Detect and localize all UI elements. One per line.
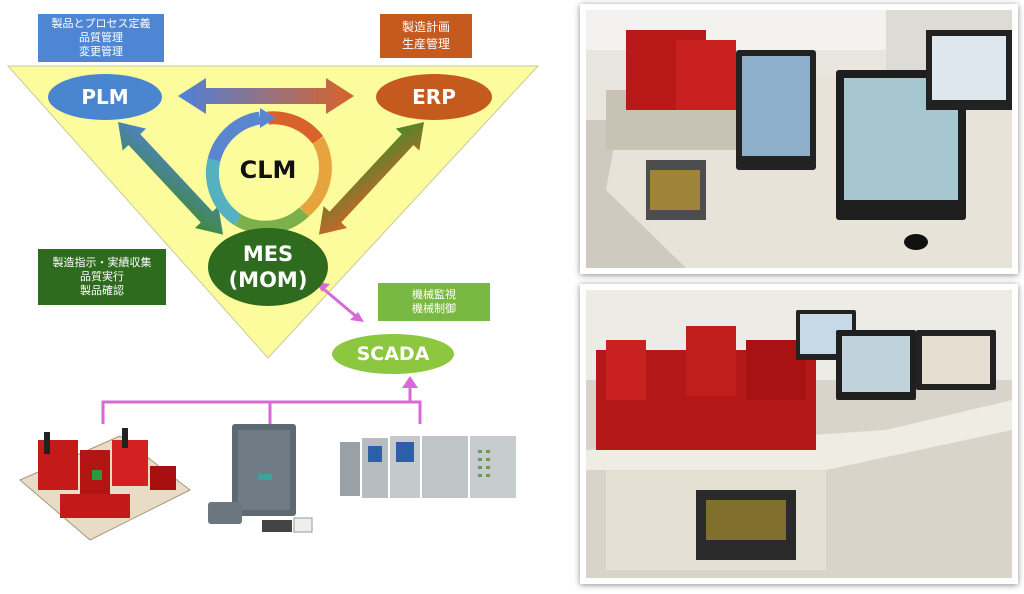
plm-label-box: 製品とプロセス定義 品質管理 変更管理 [38,14,164,62]
gateway-device-image [208,424,313,533]
lab-photo-top-image [586,10,1012,268]
arrow-erp-mes [318,122,424,235]
erp-node: ERP [376,74,492,120]
mes-label-line1: 製造指示・実績収集 [52,256,152,269]
plc-units-image [340,436,516,498]
bus-arrowhead [402,376,418,388]
arrow-plm-mes [118,122,224,235]
plm-label-line1: 製品とプロセス定義 [51,17,151,30]
factory-model-image [19,428,191,541]
lab-photo-top [580,4,1018,274]
lab-photo-bottom [580,284,1018,584]
mes-label-box: 製造指示・実績収集 品質実行 製品確認 [38,249,166,305]
mes-label-line2: 品質実行 [80,270,124,283]
plm-label-line2: 品質管理 [79,31,123,44]
clm-cycle-ring [205,108,332,234]
erp-node-label: ERP [412,85,456,109]
mes-node: MES (MOM) [208,228,328,306]
clm-node: CLM [226,150,310,190]
scada-node-label: SCADA [356,343,430,365]
device-bus-lines [101,384,422,424]
scada-label-box: 機械監視 機械制御 [378,283,490,321]
plm-node-label: PLM [81,85,129,109]
mes-node-line1: MES [242,242,294,266]
arrow-plm-erp [178,78,354,114]
erp-label-line2: 生産管理 [401,37,450,51]
scada-label-line1: 機械監視 [412,288,456,301]
mes-node-line2: (MOM) [228,268,308,292]
erp-label-box: 製造計画 生産管理 [380,14,472,58]
architecture-diagram [6,65,540,541]
connector-mes-scada [316,282,364,322]
clm-node-label: CLM [239,156,297,184]
mes-label-line3: 製品確認 [80,284,124,297]
erp-label-line1: 製造計画 [401,20,450,34]
lab-photo-bottom-image [586,290,1012,578]
scada-label-line2: 機械制御 [412,302,456,315]
plm-node: PLM [48,74,162,120]
scada-node: SCADA [332,334,454,374]
plm-label-line3: 変更管理 [79,45,123,58]
